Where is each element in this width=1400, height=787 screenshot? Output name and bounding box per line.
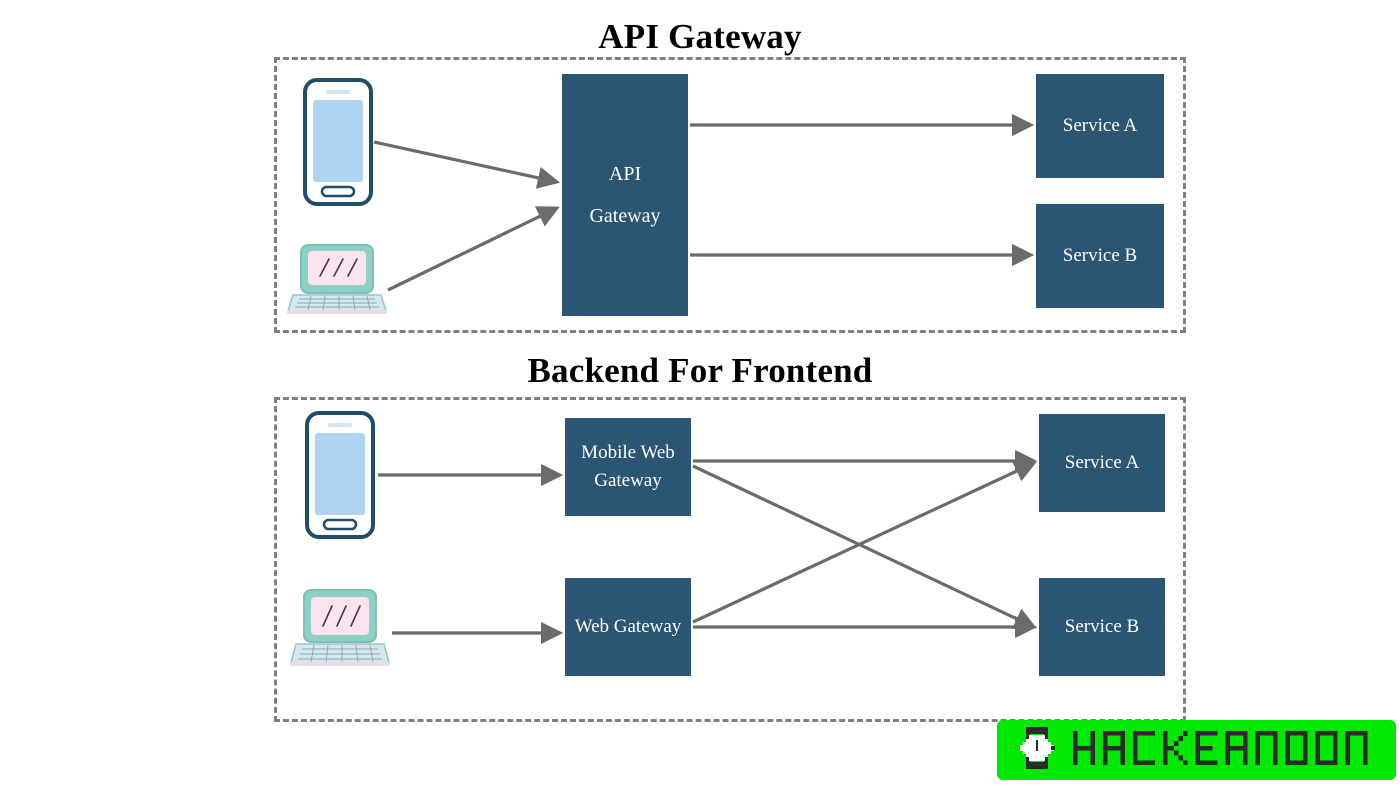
node-label-web-gateway: Web Gateway: [574, 616, 682, 638]
node-service-a-bff[interactable]: Service A: [1039, 414, 1165, 512]
node-label-api-gateway-line2: Gateway: [589, 205, 661, 227]
hackernoon-watermark: [997, 720, 1396, 780]
node-mobile-web-gateway[interactable]: Mobile Web Gateway: [565, 418, 691, 516]
node-label-service-a: Service A: [1062, 115, 1138, 137]
hackernoon-wordmark: [1073, 730, 1393, 770]
phone-icon: [305, 411, 375, 539]
node-web-gateway[interactable]: Web Gateway: [565, 578, 691, 676]
node-api-gateway[interactable]: API Gateway: [562, 74, 688, 316]
node-label-mobile-web-gateway-line1: Mobile Web: [581, 442, 675, 464]
node-label-mobile-web-gateway-line2: Gateway: [594, 470, 662, 491]
node-service-b-bff[interactable]: Service B: [1039, 578, 1165, 676]
section-title-api-gateway: API Gateway: [598, 17, 802, 56]
laptop-icon: [289, 588, 391, 668]
node-label-service-b: Service B: [1062, 245, 1138, 267]
laptop-icon: [286, 243, 388, 315]
phone-icon: [303, 78, 373, 206]
node-service-b[interactable]: Service B: [1036, 204, 1164, 308]
section-title-backend-for-frontend: Backend For Frontend: [527, 351, 873, 390]
node-label-service-b-bff: Service B: [1064, 616, 1140, 638]
node-service-a[interactable]: Service A: [1036, 74, 1164, 178]
node-label-service-a-bff: Service A: [1064, 452, 1140, 474]
node-label-api-gateway-line1: API: [608, 163, 642, 185]
section-container-api-gateway: [274, 57, 1186, 333]
section-container-backend-for-frontend: [274, 397, 1186, 722]
hackernoon-clock-icon: [1017, 726, 1057, 774]
